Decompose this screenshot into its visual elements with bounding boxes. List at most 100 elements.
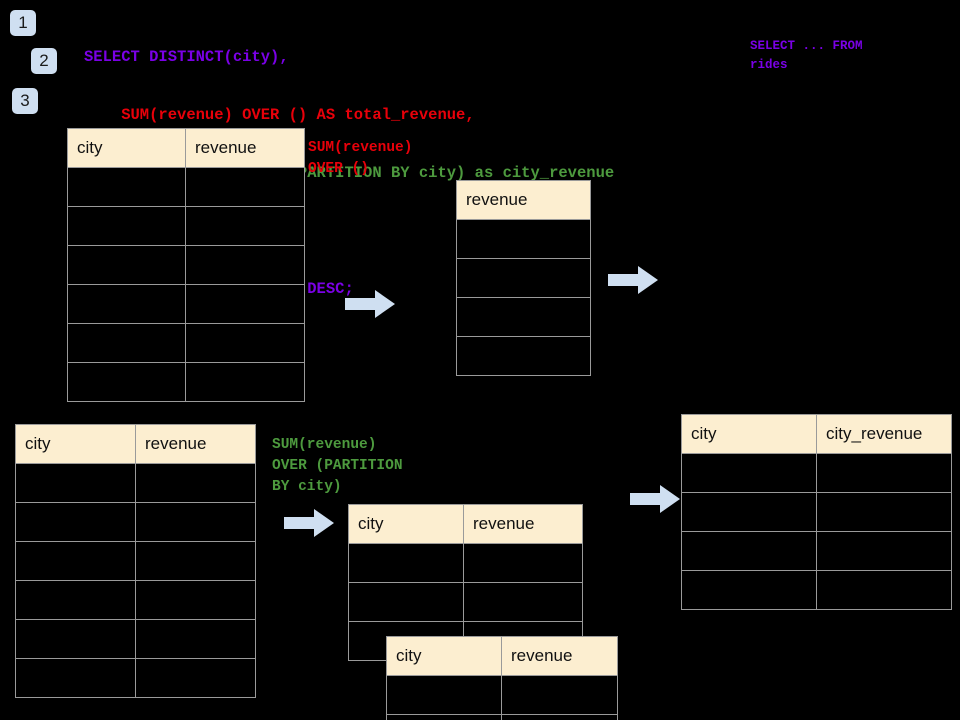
table-row: [67, 167, 305, 207]
table-final-result: city city_revenue: [681, 414, 952, 610]
table-row: [15, 580, 256, 620]
table-cell: [67, 206, 186, 246]
table-header-row: city revenue: [15, 424, 256, 464]
table-body: [456, 219, 591, 376]
table-cell: [348, 582, 464, 622]
table-rides-bottom: city revenue: [15, 424, 256, 698]
table-row: [67, 245, 305, 285]
table-row: [67, 284, 305, 324]
annotation-partition-by-city: SUM(revenue) OVER (PARTITION BY city): [272, 437, 403, 495]
table-partition-front: city revenue: [386, 636, 618, 720]
table-cell: [135, 502, 256, 542]
table-cell: [816, 453, 952, 493]
table-row: [15, 541, 256, 581]
arrow-right-icon: [630, 485, 680, 513]
table-cell: [15, 619, 136, 659]
table-row: [681, 492, 952, 532]
table-cell: [15, 658, 136, 698]
table-cell: [185, 284, 305, 324]
table-cell: [816, 570, 952, 610]
table-rides-top: city revenue: [67, 128, 305, 402]
column-header-city-revenue: city_revenue: [816, 414, 952, 454]
table-cell: [67, 323, 186, 363]
sql-line-select: SELECT DISTINCT(city),: [84, 48, 289, 66]
table-cell: [463, 582, 583, 622]
table-cell: [456, 336, 591, 376]
table-cell: [67, 284, 186, 324]
table-cell: [185, 362, 305, 402]
table-body: [386, 675, 618, 720]
table-row: [681, 570, 952, 610]
annotation-total-revenue: SUM(revenue) OVER (): [308, 140, 413, 177]
table-cell: [456, 219, 591, 259]
table-cell: [135, 541, 256, 581]
table-cell: [501, 714, 618, 720]
table-cell: [681, 453, 817, 493]
column-header-revenue: revenue: [463, 504, 583, 544]
table-cell: [501, 675, 618, 715]
table-row: [681, 453, 952, 493]
table-body: [67, 167, 305, 402]
step-badge-3: 3: [12, 88, 38, 114]
table-cell: [386, 714, 502, 720]
table-row: [15, 463, 256, 503]
arrow-right-icon: [608, 266, 658, 294]
column-header-city: city: [67, 128, 186, 168]
column-header-city: city: [681, 414, 817, 454]
table-cell: [15, 502, 136, 542]
column-header-city: city: [15, 424, 136, 464]
table-total-revenue: revenue: [456, 180, 591, 376]
table-row: [15, 658, 256, 698]
table-row: [681, 531, 952, 571]
column-header-revenue: revenue: [185, 128, 305, 168]
table-row: [67, 362, 305, 402]
arrow-right-icon: [284, 509, 334, 537]
sql-line-total: SUM(revenue) OVER () AS total_revenue,: [84, 106, 475, 124]
table-row: [386, 675, 618, 715]
table-cell: [456, 258, 591, 298]
table-cell: [15, 541, 136, 581]
table-cell: [681, 492, 817, 532]
table-cell: [816, 531, 952, 571]
table-cell: [681, 531, 817, 571]
table-cell: [67, 245, 186, 285]
table-cell: [185, 167, 305, 207]
table-cell: [185, 245, 305, 285]
table-partition-back: city revenue: [348, 504, 583, 661]
table-row: [456, 219, 591, 259]
table-row: [348, 543, 583, 583]
table-cell: [348, 543, 464, 583]
table-cell: [67, 362, 186, 402]
table-row: [456, 258, 591, 298]
table-row: [67, 323, 305, 363]
table-header-row: city city_revenue: [681, 414, 952, 454]
table-body: [15, 463, 256, 698]
table-cell: [67, 167, 186, 207]
table-row: [386, 714, 618, 720]
table-row: [67, 206, 305, 246]
table-header-row: city revenue: [67, 128, 305, 168]
table-cell: [135, 619, 256, 659]
table-row: [456, 336, 591, 376]
table-cell: [135, 658, 256, 698]
table-cell: [816, 492, 952, 532]
table-cell: [681, 570, 817, 610]
table-cell: [463, 543, 583, 583]
table-cell: [135, 580, 256, 620]
table-row: [15, 502, 256, 542]
table-row: [456, 297, 591, 337]
table-cell: [135, 463, 256, 503]
column-header-revenue: revenue: [135, 424, 256, 464]
table-header-row: city revenue: [386, 636, 618, 676]
table-row: [348, 582, 583, 622]
table-cell: [15, 463, 136, 503]
column-header-revenue: revenue: [501, 636, 618, 676]
step-badge-1: 1: [10, 10, 36, 36]
table-row: [15, 619, 256, 659]
table-body: [681, 453, 952, 610]
step-badge-2: 2: [31, 48, 57, 74]
table-header-row: revenue: [456, 180, 591, 220]
table-header-row: city revenue: [348, 504, 583, 544]
table-cell: [185, 323, 305, 363]
